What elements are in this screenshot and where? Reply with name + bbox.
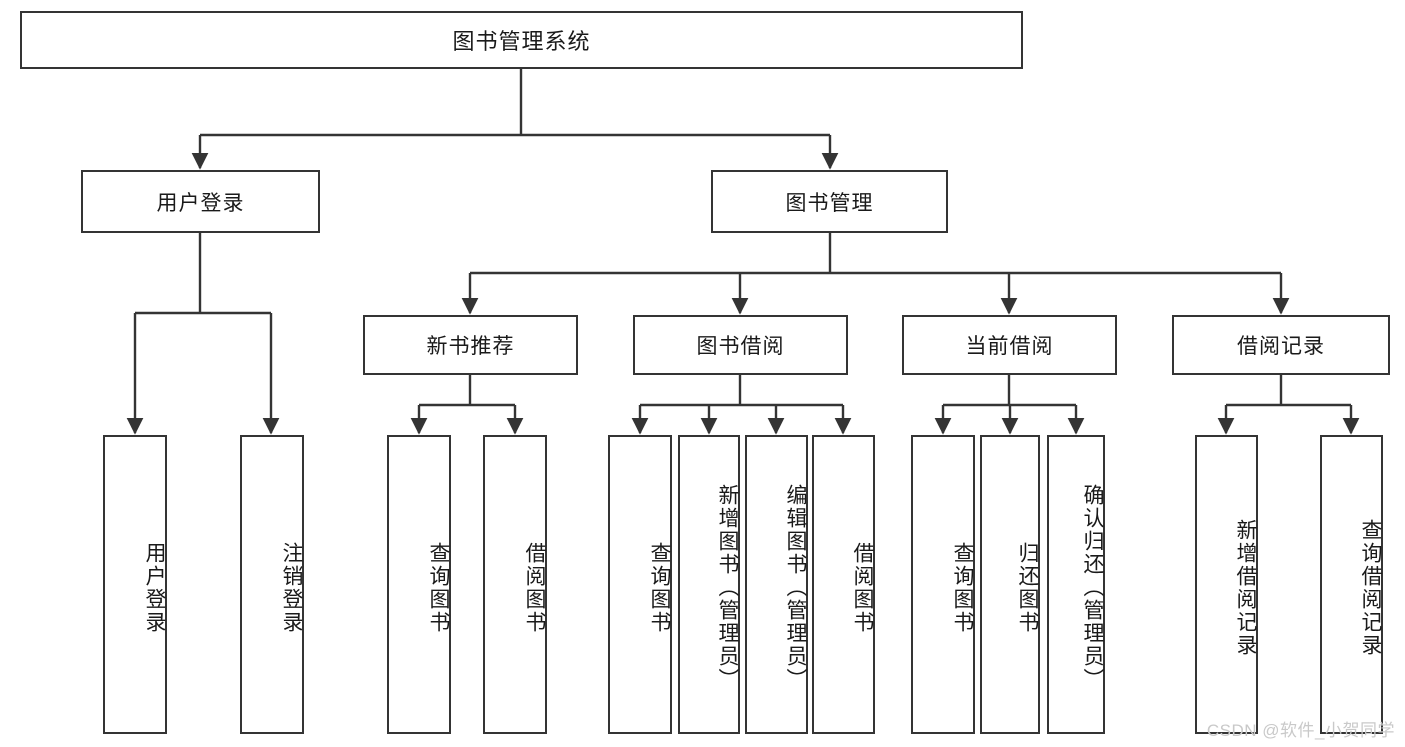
- leaf-add-borrow-record-label: 新增借阅记录: [1234, 518, 1257, 657]
- leaf-query-borrow-record-label: 查询借阅记录: [1359, 518, 1382, 657]
- node-current-borrow-label: 当前借阅: [965, 335, 1054, 358]
- leaf-edit-book-admin[interactable]: 编辑图书（管理员）: [745, 435, 808, 734]
- node-new-book-recommend[interactable]: 新书推荐: [363, 315, 578, 375]
- leaf-query-book-bb-label: 查询图书: [648, 541, 671, 634]
- leaf-borrow-book-nb-label: 借阅图书: [523, 541, 546, 634]
- node-borrow-record[interactable]: 借阅记录: [1172, 315, 1390, 375]
- leaf-query-borrow-record[interactable]: 查询借阅记录: [1320, 435, 1383, 734]
- leaf-borrow-book-bb[interactable]: 借阅图书: [812, 435, 875, 734]
- leaf-add-book-admin[interactable]: 新增图书（管理员）: [678, 435, 740, 734]
- leaf-logout[interactable]: 注销登录: [240, 435, 304, 734]
- node-book-borrow[interactable]: 图书借阅: [633, 315, 848, 375]
- leaf-return-book[interactable]: 归还图书: [980, 435, 1040, 734]
- leaf-confirm-return-admin-label: 确认归还（管理员）: [1081, 484, 1104, 691]
- node-borrow-record-label: 借阅记录: [1237, 335, 1325, 358]
- node-current-borrow[interactable]: 当前借阅: [902, 315, 1117, 375]
- leaf-query-book-nb-label: 查询图书: [427, 541, 450, 634]
- leaf-edit-book-admin-label: 编辑图书（管理员）: [784, 484, 807, 691]
- leaf-confirm-return-admin[interactable]: 确认归还（管理员）: [1047, 435, 1105, 734]
- node-new-book-recommend-label: 新书推荐: [426, 335, 515, 358]
- csdn-watermark: CSDN @软件_小贺同学: [1206, 721, 1395, 740]
- leaf-query-book-nb[interactable]: 查询图书: [387, 435, 451, 734]
- node-book-borrow-label: 图书借阅: [696, 335, 785, 358]
- leaf-query-book-cb-label: 查询图书: [951, 541, 974, 634]
- leaf-add-borrow-record[interactable]: 新增借阅记录: [1195, 435, 1258, 734]
- node-user-login-label: 用户登录: [156, 191, 245, 215]
- node-root-label: 图书管理系统: [452, 29, 591, 54]
- node-book-management-label: 图书管理: [785, 191, 874, 215]
- node-root[interactable]: 图书管理系统: [20, 11, 1023, 69]
- leaf-add-book-admin-label: 新增图书（管理员）: [716, 484, 739, 691]
- leaf-logout-label: 注销登录: [280, 541, 303, 634]
- leaf-borrow-book-nb[interactable]: 借阅图书: [483, 435, 547, 734]
- node-book-management[interactable]: 图书管理: [711, 170, 948, 233]
- leaf-borrow-book-bb-label: 借阅图书: [851, 541, 874, 634]
- node-user-login[interactable]: 用户登录: [81, 170, 320, 233]
- leaf-return-book-label: 归还图书: [1016, 541, 1039, 634]
- leaf-query-book-cb[interactable]: 查询图书: [911, 435, 975, 734]
- leaf-user-login[interactable]: 用户登录: [103, 435, 167, 734]
- leaf-user-login-label: 用户登录: [143, 541, 166, 634]
- leaf-query-book-bb[interactable]: 查询图书: [608, 435, 672, 734]
